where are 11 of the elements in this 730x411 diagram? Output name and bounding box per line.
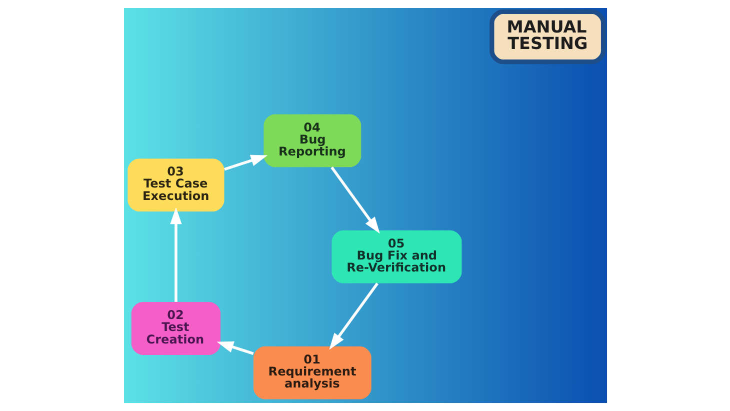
node-box: 05 Bug Fix and Re-Verification: [331, 230, 462, 284]
node-box: 01 Requirement analysis: [252, 346, 371, 400]
node-box: 02 Test Creation: [130, 302, 220, 355]
node-box: 03 Test Case Execution: [127, 158, 224, 212]
arrow: [328, 282, 378, 350]
arrow: [170, 207, 182, 302]
arrow: [216, 341, 254, 355]
node-box: MANUAL TESTING: [489, 9, 606, 64]
arrow: [224, 154, 268, 171]
node-box: 04 Bug Reporting: [263, 114, 361, 168]
arrow: [330, 166, 380, 234]
